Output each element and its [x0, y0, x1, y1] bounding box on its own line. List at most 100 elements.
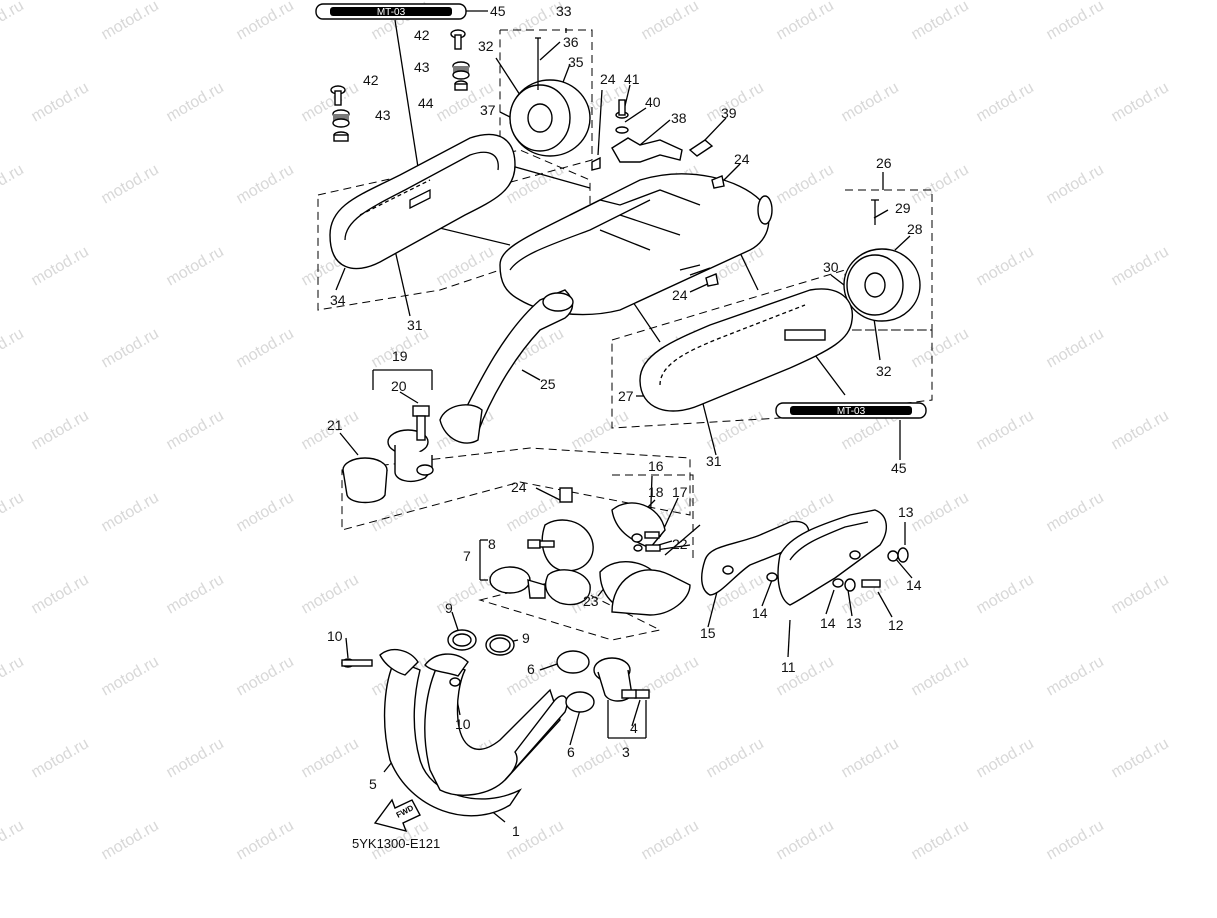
callout-40: 40 [645, 94, 661, 110]
watermark-text: motod.ru [99, 817, 162, 863]
watermark-text: motod.ru [29, 243, 92, 289]
callout-37: 37 [480, 102, 496, 118]
watermark-text: motod.ru [974, 407, 1037, 453]
watermark-text: motod.ru [299, 735, 362, 781]
callout-24: 24 [600, 71, 616, 87]
watermark-text: motod.ru [299, 79, 362, 125]
callout-32: 32 [876, 363, 892, 379]
watermark-text: motod.ru [234, 489, 297, 535]
callout-29: 29 [895, 200, 911, 216]
watermark-text: motod.ru [164, 571, 227, 617]
callout-39: 39 [721, 105, 737, 121]
watermark-text: motod.ru [1044, 161, 1107, 207]
callout-27: 27 [618, 388, 634, 404]
watermark-text: motod.ru [974, 571, 1037, 617]
protector-11 [766, 509, 909, 606]
watermark-text: motod.ru [569, 407, 632, 453]
exhaust-pipe-25 [439, 289, 574, 444]
emblem-text: MT-03 [377, 7, 406, 18]
watermark-text: motod.ru [1044, 325, 1107, 371]
callout-1: 1 [512, 823, 520, 839]
callout-7: 7 [463, 548, 471, 564]
callout-17: 17 [672, 484, 688, 500]
callout-41: 41 [624, 71, 640, 87]
callout-14: 14 [820, 615, 836, 631]
group-box-26 [845, 189, 933, 331]
watermark-text: motod.ru [909, 325, 972, 371]
watermark-text: motod.ru [774, 817, 837, 863]
callout-9: 9 [522, 630, 530, 646]
callout-21: 21 [327, 417, 343, 433]
watermark-text: motod.ru [909, 161, 972, 207]
watermark-text: motod.ru [639, 0, 702, 43]
callout-9: 9 [445, 600, 453, 616]
callout-23: 23 [583, 593, 599, 609]
bracket-38 [591, 99, 725, 287]
watermark-text: motod.ru [0, 653, 27, 699]
watermark-text: motod.ru [1044, 489, 1107, 535]
callout-42: 42 [363, 72, 379, 88]
watermark-text: motod.ru [29, 735, 92, 781]
watermark-text: motod.ru [1044, 0, 1107, 43]
watermark-text: motod.ru [974, 243, 1037, 289]
watermark-text: motod.ru [234, 325, 297, 371]
callout-26: 26 [876, 155, 892, 171]
muffler-body [499, 173, 773, 316]
watermark-text: motod.ru [1109, 243, 1172, 289]
watermark-text: motod.ru [704, 735, 767, 781]
watermark-text: motod.ru [0, 817, 27, 863]
callout-16: 16 [648, 458, 664, 474]
watermark-text: motod.ru [99, 489, 162, 535]
watermark-text: motod.ru [774, 0, 837, 43]
callout-43: 43 [414, 59, 430, 75]
callout-25: 25 [540, 376, 556, 392]
watermark-text: motod.ru [839, 571, 902, 617]
callout-24: 24 [734, 151, 750, 167]
watermark-text: motod.ru [1109, 407, 1172, 453]
watermark-text: motod.ru [234, 817, 297, 863]
clamp-7 [489, 519, 594, 606]
gaskets-9 [447, 629, 515, 656]
watermark-text: motod.ru [0, 0, 27, 43]
watermark-text: motod.ru [434, 243, 497, 289]
watermark-text: motod.ru [839, 735, 902, 781]
watermark-text: motod.ru [29, 79, 92, 125]
watermark-text: motod.ru [99, 161, 162, 207]
callout-5: 5 [369, 776, 377, 792]
watermark-text: motod.ru [1109, 571, 1172, 617]
callout-18: 18 [648, 484, 664, 500]
callout-14: 14 [906, 577, 922, 593]
callout-34: 34 [330, 292, 346, 308]
heat-cover-27 [639, 288, 854, 412]
watermark-text: motod.ru [909, 0, 972, 43]
watermark-text: motod.ru [0, 161, 27, 207]
emblem-bottom: MT-03 [775, 402, 927, 419]
fwd-arrow-icon: FWD [373, 798, 421, 833]
watermark-text: motod.ru [164, 79, 227, 125]
callout-22: 22 [672, 536, 688, 552]
watermark-text: motod.ru [234, 0, 297, 43]
callout-24: 24 [672, 287, 688, 303]
watermark-text: motod.ru [909, 489, 972, 535]
watermark-text: motod.ru [234, 161, 297, 207]
emblem-top: MT-03 [315, 3, 467, 20]
callout-10: 10 [455, 716, 471, 732]
watermark-text: motod.ru [0, 489, 27, 535]
watermark-text: motod.ru [29, 571, 92, 617]
callout-42: 42 [414, 27, 430, 43]
watermark-text: motod.ru [99, 0, 162, 43]
watermark-text: motod.ru [434, 571, 497, 617]
emblem-text: MT-03 [837, 406, 866, 417]
joint-assembly-16 [559, 487, 691, 616]
callout-38: 38 [671, 110, 687, 126]
callout-3: 3 [622, 744, 630, 760]
callout-43: 43 [375, 107, 391, 123]
watermark-text: motod.ru [29, 407, 92, 453]
heat-cover-34 [329, 133, 516, 270]
group-box-19-21 [341, 447, 691, 531]
callout-11: 11 [781, 659, 796, 675]
callout-31: 31 [706, 453, 722, 469]
watermark-text: motod.ru [909, 653, 972, 699]
callout-45: 45 [891, 460, 907, 476]
